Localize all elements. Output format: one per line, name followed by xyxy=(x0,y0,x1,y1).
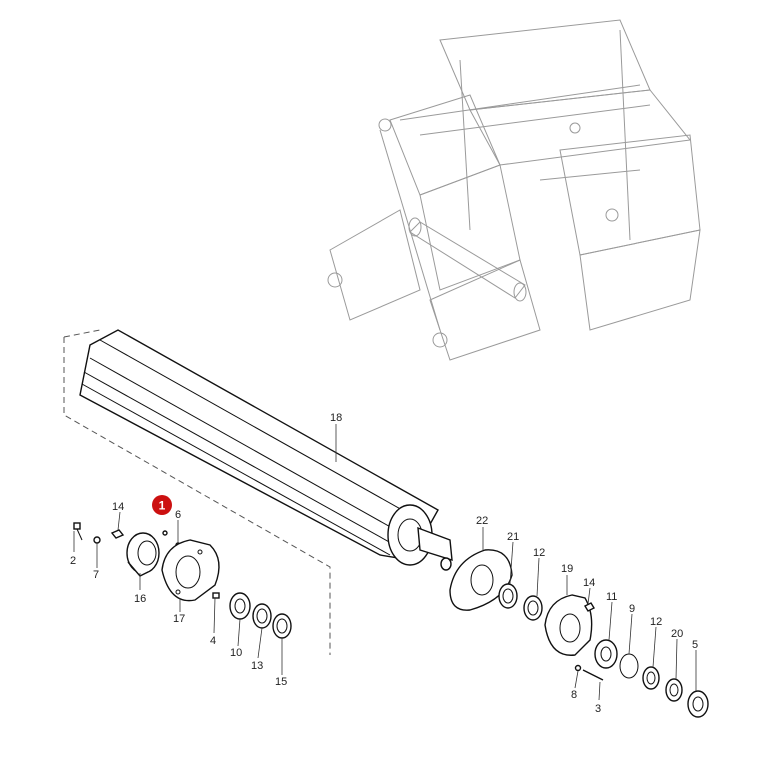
callout-19: 19 xyxy=(561,563,573,575)
callout-15: 15 xyxy=(275,676,287,688)
callout-5: 5 xyxy=(692,639,698,651)
callout-18: 18 xyxy=(330,412,342,424)
callout-20: 20 xyxy=(671,628,683,640)
callout-9: 9 xyxy=(629,603,635,615)
callout-6: 6 xyxy=(175,509,181,521)
callout-14-left: 14 xyxy=(112,501,124,513)
roller-18 xyxy=(79,329,453,571)
callout-11: 11 xyxy=(606,591,617,603)
callout-12-lower: 12 xyxy=(650,616,662,628)
machine-frame-drawing xyxy=(327,19,701,361)
callout-22: 22 xyxy=(476,515,488,527)
callout-21: 21 xyxy=(507,531,519,543)
callout-8: 8 xyxy=(571,689,577,701)
callout-16: 16 xyxy=(134,593,146,605)
callout-17: 17 xyxy=(173,613,185,625)
dashed-assembly-outline xyxy=(63,329,331,655)
callout-4: 4 xyxy=(210,635,216,647)
callout-7: 7 xyxy=(93,569,99,581)
callout-13: 13 xyxy=(251,660,263,672)
highlight-badge-circle xyxy=(152,495,172,515)
callout-2: 2 xyxy=(70,555,76,567)
callout-3: 3 xyxy=(595,703,601,715)
highlight-badge[interactable]: 1 xyxy=(152,495,172,515)
leader-lines xyxy=(73,424,697,701)
callout-10: 10 xyxy=(230,647,242,659)
callout-14-right: 14 xyxy=(583,577,595,589)
left-bearing-group xyxy=(73,522,292,639)
callout-12-upper: 12 xyxy=(533,547,545,559)
callout-labels: 18 14 6 2 7 16 17 4 10 13 15 22 21 12 19… xyxy=(70,412,698,715)
bolt-2 xyxy=(73,522,83,541)
highlight-badge-label: 1 xyxy=(159,499,166,513)
right-bearing-group xyxy=(449,549,709,718)
